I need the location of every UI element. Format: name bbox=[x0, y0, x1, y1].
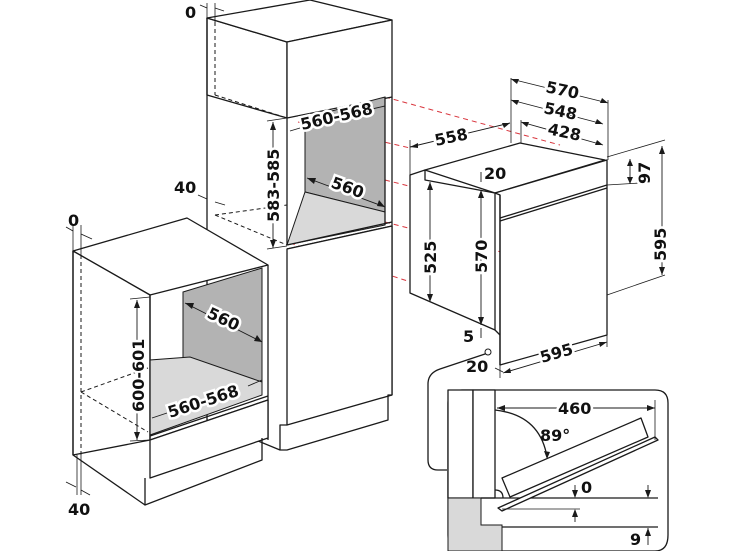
tall-cabinet-back-gap-label: 40 bbox=[174, 178, 196, 197]
oven-front-offset-label: 20 bbox=[466, 357, 488, 376]
oven-front-height-label: 595 bbox=[651, 228, 670, 261]
oven-side-depth-label: 558 bbox=[433, 124, 470, 150]
door-clearance-top-label: 0 bbox=[581, 478, 592, 497]
door-clearance-bottom-label: 9 bbox=[630, 530, 641, 549]
door-angle-label: 89° bbox=[540, 426, 570, 445]
oven-inner-depth-label: 428 bbox=[546, 119, 583, 145]
oven-side-height-label: 525 bbox=[421, 241, 440, 274]
base-cabinet bbox=[72, 217, 269, 506]
door-length-label: 460 bbox=[558, 399, 591, 418]
dimension-lines bbox=[65, 3, 666, 496]
door-detail-inset bbox=[427, 348, 669, 551]
oven-bottom-offset-label: 5 bbox=[463, 327, 474, 346]
base-niche-height-label: 600-601 bbox=[129, 339, 148, 412]
tall-cabinet-top-gap-label: 0 bbox=[185, 3, 196, 22]
oven-panel-height-label: 97 bbox=[635, 162, 654, 184]
oven-body-height-label: 570 bbox=[472, 240, 491, 273]
base-cabinet-top-gap-label: 0 bbox=[68, 211, 79, 230]
tall-niche-height-label: 583-585 bbox=[264, 149, 283, 222]
oven bbox=[409, 142, 608, 366]
oven-body-depth-label: 548 bbox=[542, 98, 579, 124]
base-cabinet-back-gap-label: 40 bbox=[68, 500, 90, 519]
oven-top-offset-label: 20 bbox=[484, 164, 506, 183]
